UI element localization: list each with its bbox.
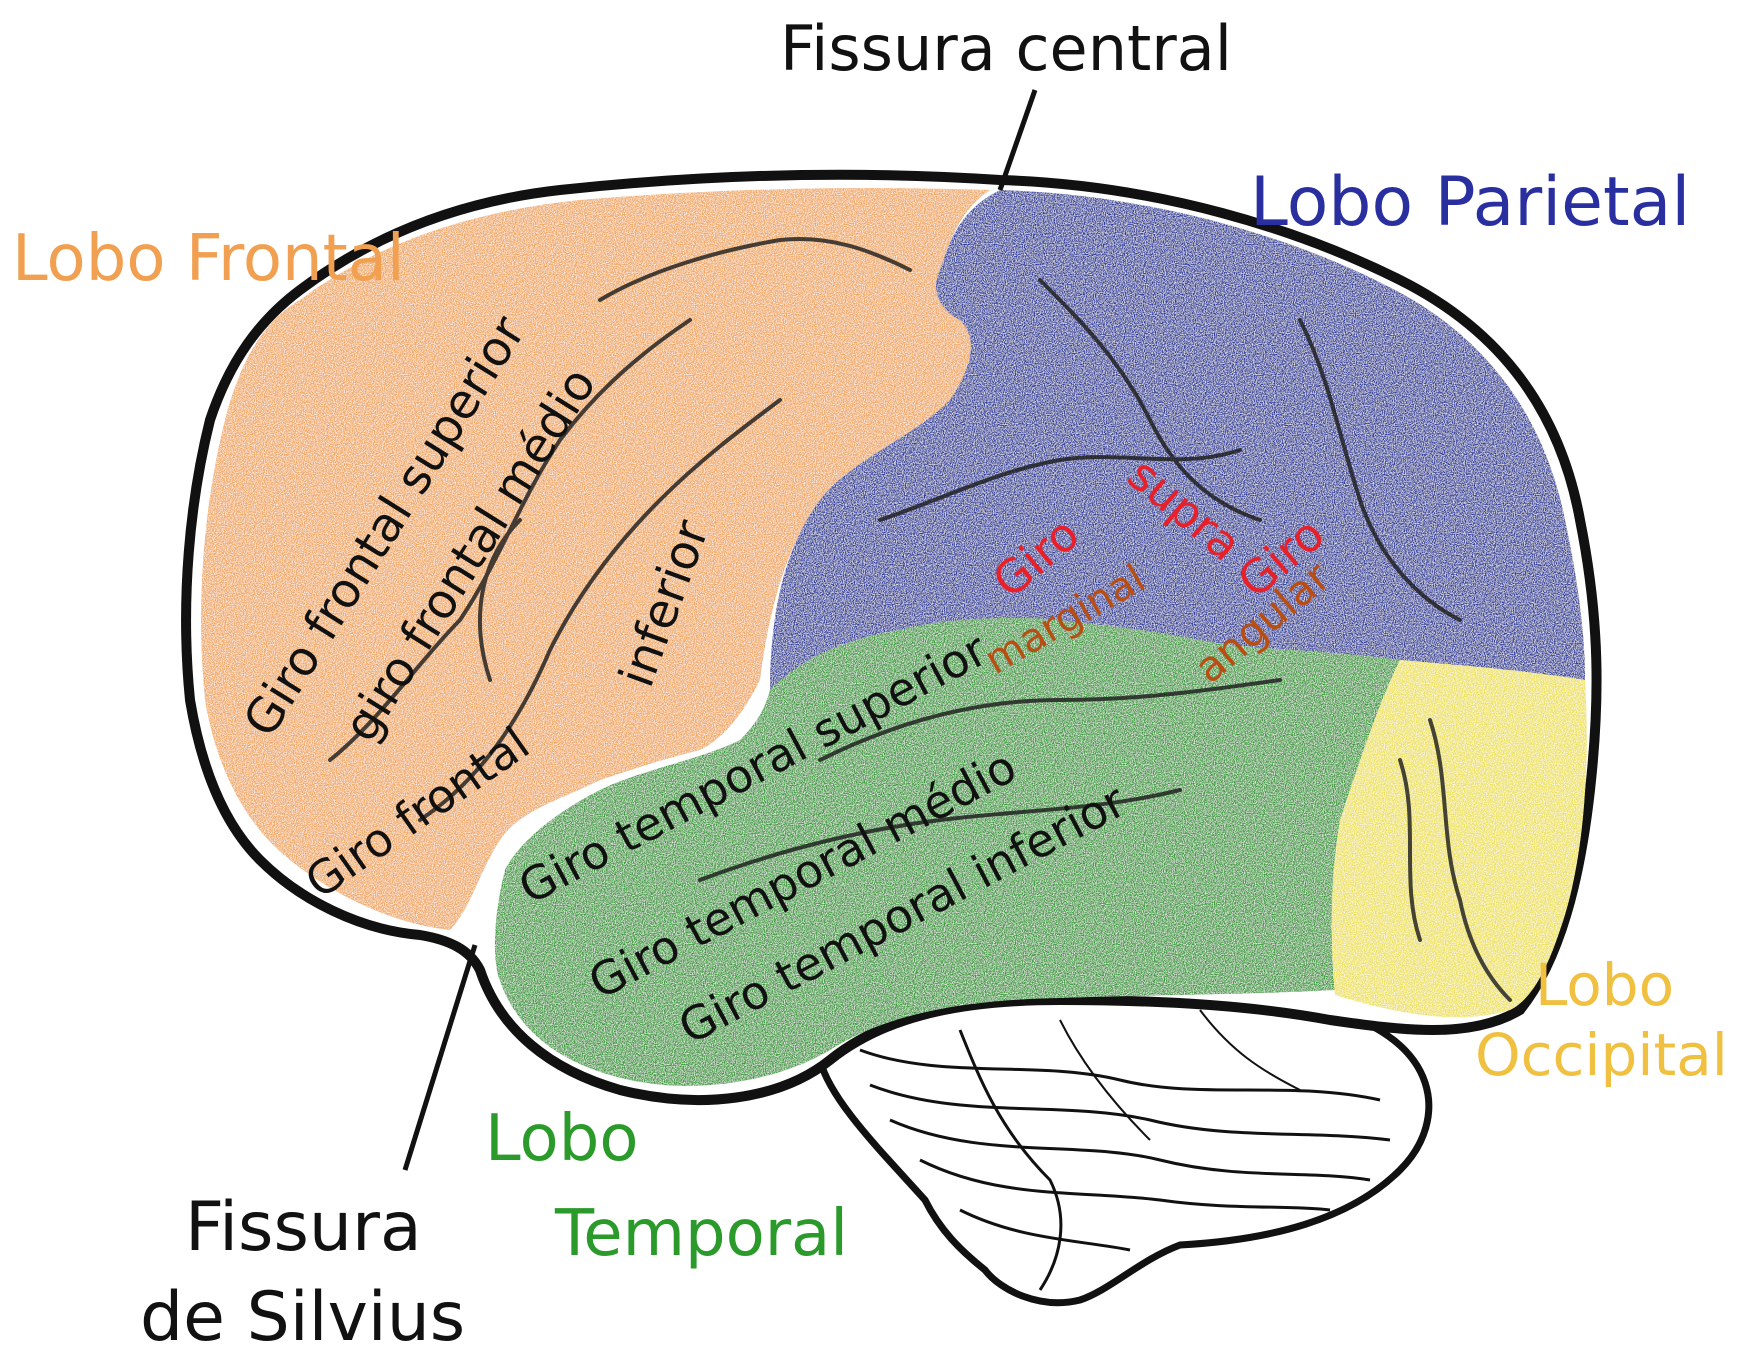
label-lobo-frontal: Lobo Frontal [12, 222, 405, 296]
label-fissura-silvius-2: de Silvius [140, 1278, 465, 1354]
fissura-central-pointer [1000, 90, 1035, 190]
label-lobo-temporal-2: Temporal [554, 1197, 848, 1271]
label-lobo-temporal-1: Lobo [485, 1102, 638, 1176]
label-lobo-occipital-2: Occipital [1475, 1021, 1728, 1089]
label-fissura-central: Fissura central [780, 12, 1232, 85]
fissura-silvius-pointer [405, 945, 475, 1170]
label-fissura-silvius-1: Fissura [185, 1188, 422, 1267]
cerebellum [820, 991, 1429, 1302]
label-lobo-parietal: Lobo Parietal [1250, 163, 1690, 242]
label-lobo-occipital-1: Lobo [1535, 951, 1674, 1019]
